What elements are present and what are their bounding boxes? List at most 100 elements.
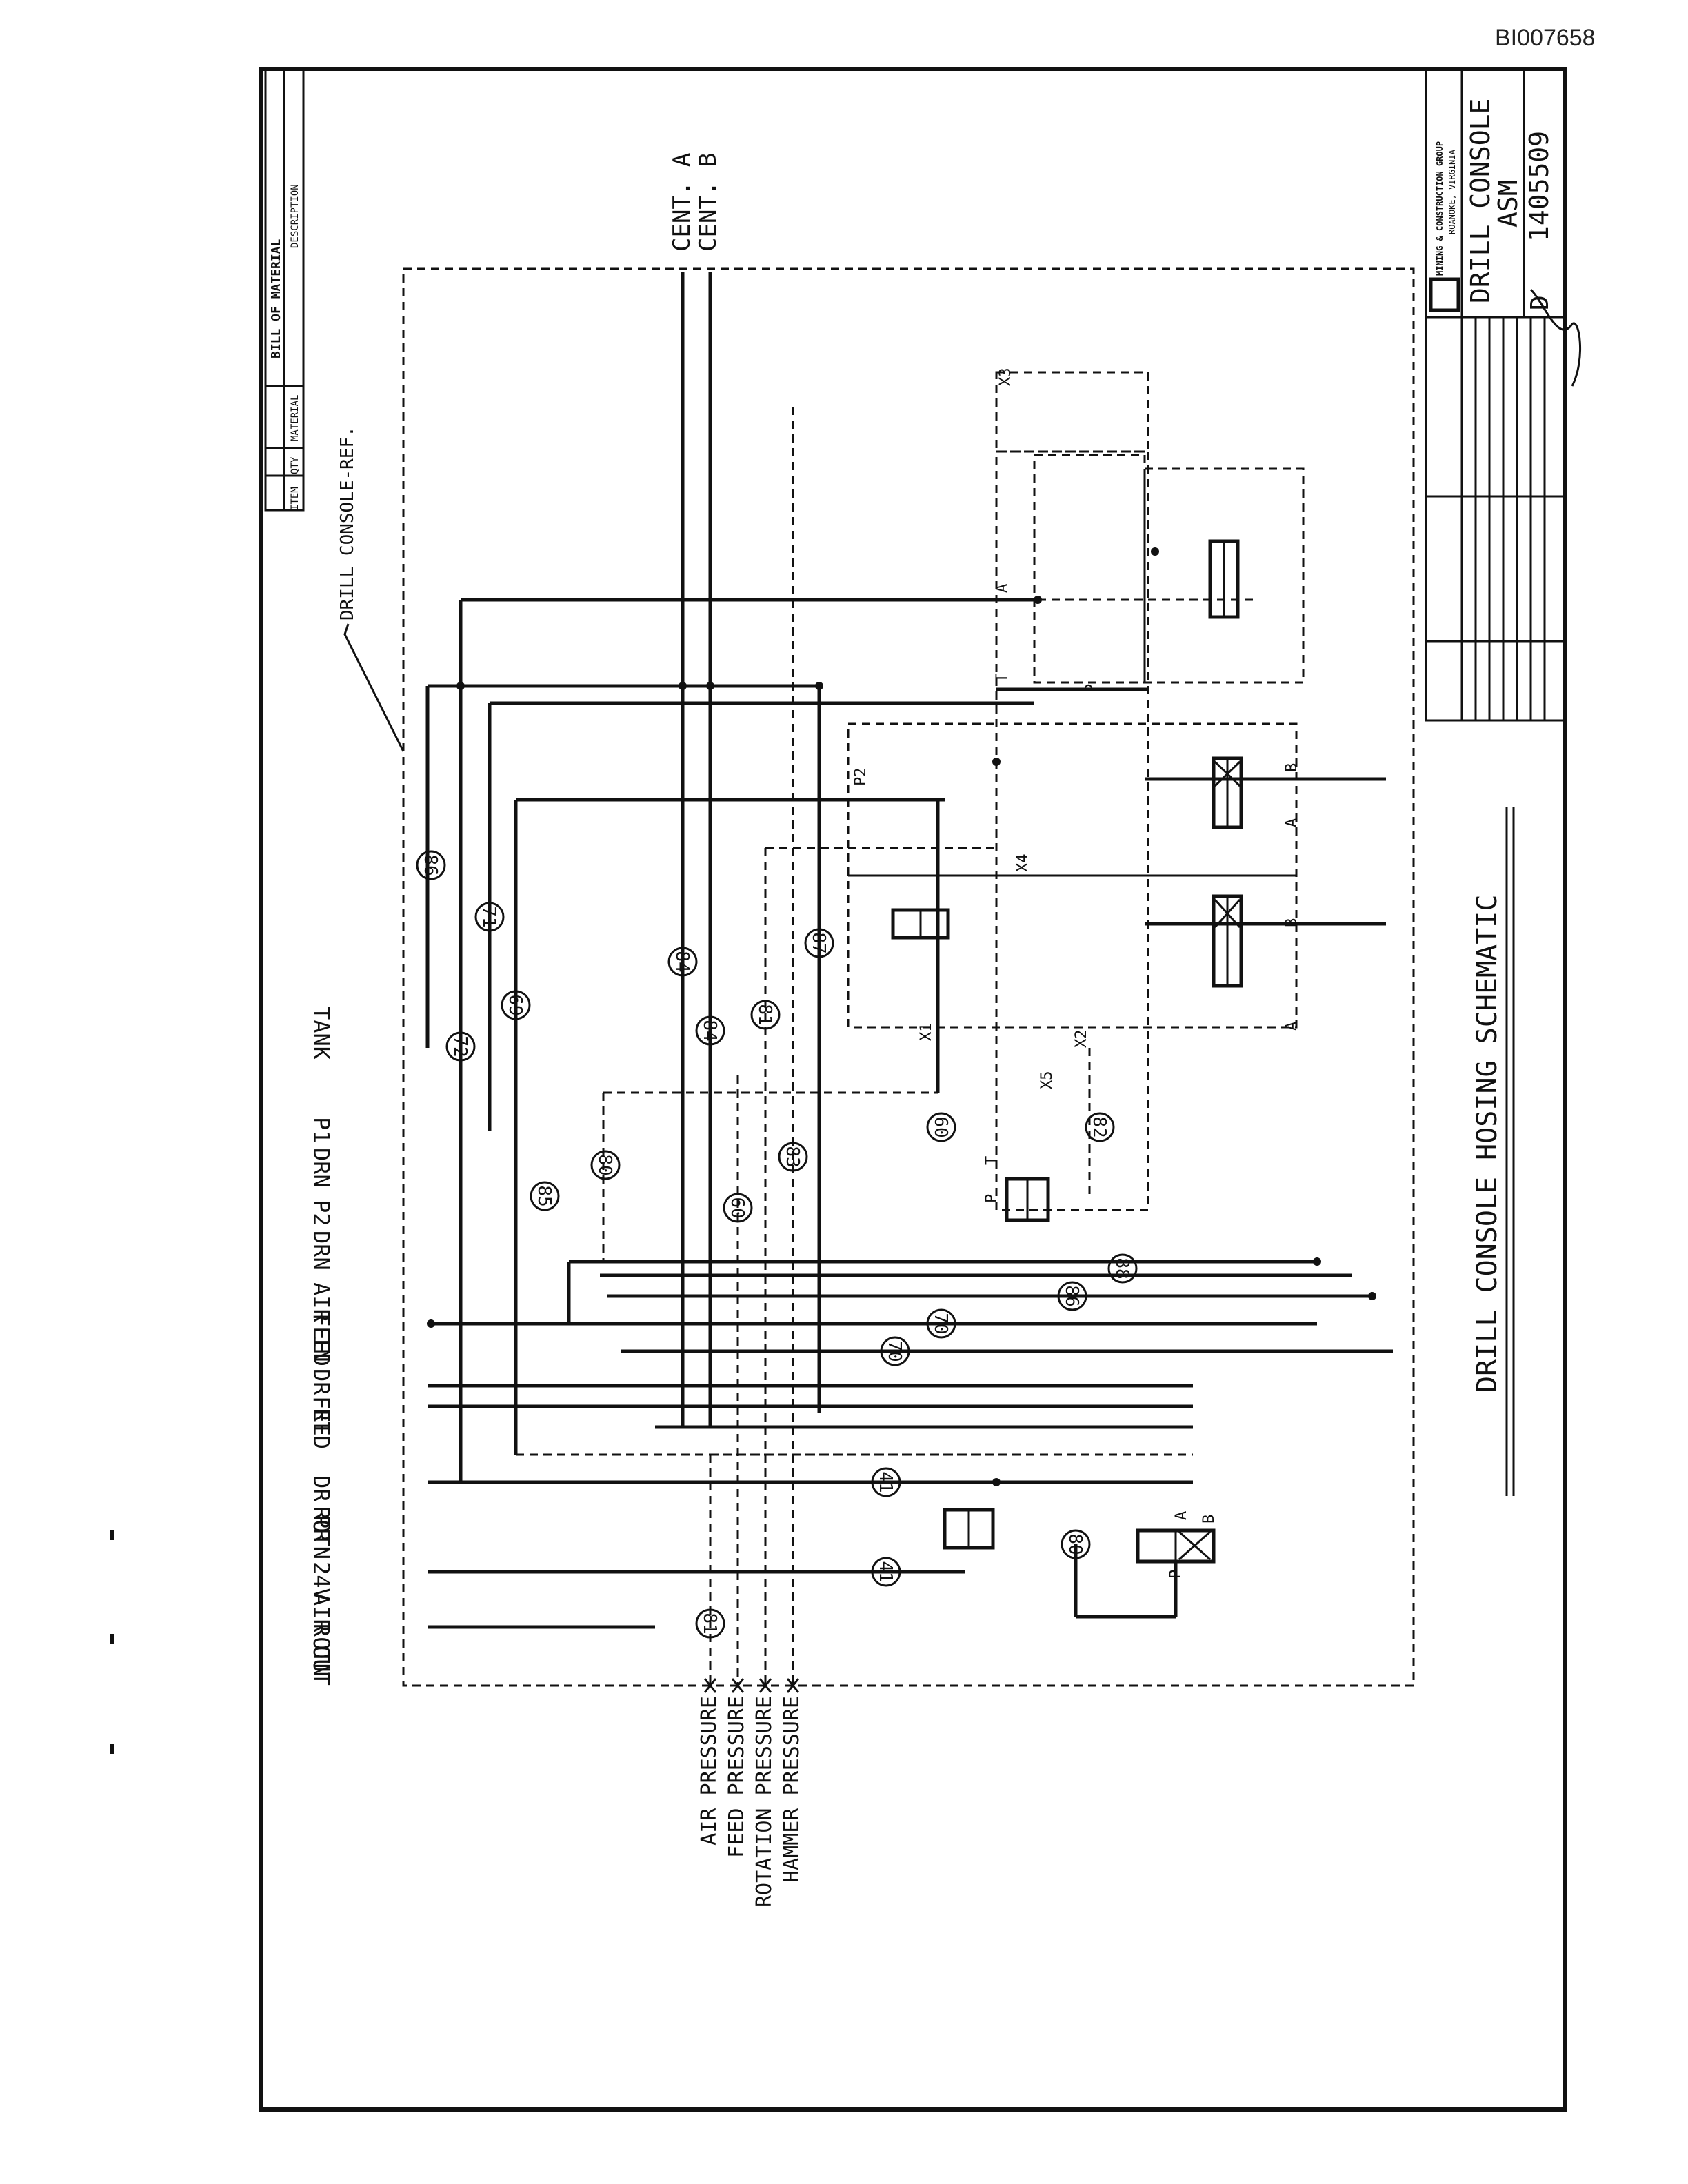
vertical-hose-runs <box>425 272 821 1686</box>
signature-mark <box>1529 288 1581 387</box>
svg-text:86: 86 <box>420 854 441 876</box>
svg-text:81: 81 <box>754 1004 775 1025</box>
hose-balloon: 83 <box>778 1142 808 1172</box>
port-air-in: AIR IN <box>308 1282 334 1362</box>
revision-grid <box>1474 317 1546 720</box>
port-24v: 24V <box>308 1561 334 1601</box>
port-air-out: AIR OUT <box>308 1593 334 1686</box>
hose-balloon: 80 <box>1061 1529 1091 1559</box>
svg-text:87: 87 <box>808 932 829 953</box>
cent-b-label: CENT. B <box>694 153 722 252</box>
svg-text:41: 41 <box>875 1471 896 1493</box>
svg-text:P: P <box>983 1194 1001 1203</box>
svg-text:X3: X3 <box>997 368 1014 387</box>
title-drawing-line1: DRILL CONSOLE <box>1465 99 1496 303</box>
svg-text:88: 88 <box>1112 1257 1132 1279</box>
margin-marks <box>110 1530 114 1754</box>
port-labels: TANK P1 DRN P2 DRN AIR IN FEED DR RT FEE… <box>308 1007 334 1686</box>
svg-text:A: A <box>1173 1511 1190 1520</box>
svg-text:86: 86 <box>1061 1285 1082 1306</box>
title-drawing-line2: ASM <box>1493 180 1523 228</box>
port-drn-1: DRN <box>308 1148 334 1188</box>
port-drn-2: DRN <box>308 1231 334 1271</box>
title-block: MINING & CONSTRUCTION GROUP ROANOKE, VIR… <box>1425 68 1581 722</box>
hose-balloon: 88 <box>1107 1253 1138 1284</box>
port-tank: TANK <box>308 1007 334 1060</box>
svg-text:X2: X2 <box>1073 1030 1090 1049</box>
bom-col-item: ITEM <box>290 487 301 510</box>
horizontal-hose-runs <box>428 598 1393 1629</box>
gauge-rotation-pressure: ROTATION PRESSURE <box>752 1696 776 1908</box>
hose-balloon: 70 <box>880 1336 910 1366</box>
hose-balloon: 60 <box>926 1112 956 1142</box>
hose-balloon: 87 <box>804 928 834 958</box>
svg-text:85: 85 <box>534 1185 554 1206</box>
console-ref-label: DRILL CONSOLE-REF. <box>337 426 358 620</box>
hose-balloon: 72 <box>445 1031 476 1062</box>
svg-text:B: B <box>1200 1515 1218 1524</box>
company-logo-icon <box>1429 277 1460 312</box>
hose-number-balloons: 86 71 69 72 85 80 84 84 81 87 83 60 60 8… <box>416 850 1138 1639</box>
port-p1: P1 <box>308 1117 334 1144</box>
hose-balloon: 69 <box>501 990 531 1020</box>
svg-text:X1: X1 <box>918 1023 935 1042</box>
svg-text:B: B <box>1283 918 1300 927</box>
svg-text:70: 70 <box>884 1340 905 1362</box>
svg-text:60: 60 <box>930 1116 951 1138</box>
hose-balloon: 60 <box>723 1193 753 1223</box>
title-location: ROANOKE, VIRGINIA <box>1447 149 1457 234</box>
directional-valve-upper <box>1212 756 1243 829</box>
hose-balloon: 71 <box>474 902 505 932</box>
port-dr-pr: DR PR <box>308 1475 334 1542</box>
diagram-title: DRILL CONSOLE HOSING SCHEMATIC <box>1471 895 1503 1393</box>
port-dr-rt: DR RT <box>308 1368 334 1435</box>
hose-balloon: 82 <box>1085 1112 1115 1142</box>
hose-balloon: 86 <box>1057 1281 1087 1311</box>
hose-balloon: 86 <box>416 850 446 880</box>
svg-text:B: B <box>1283 763 1300 772</box>
directional-valve-lower <box>1074 1528 1216 1619</box>
svg-text:83: 83 <box>782 1146 803 1167</box>
gauge-labels: AIR PRESSURE FEED PRESSURE ROTATION PRES… <box>697 1678 804 1908</box>
svg-text:60: 60 <box>727 1197 747 1218</box>
hose-balloon: 84 <box>695 1015 725 1046</box>
port-p2: P2 <box>308 1200 334 1226</box>
document-id: BI007658 <box>1495 25 1596 51</box>
port-rotn-2: ROTN <box>308 1624 334 1677</box>
svg-text:A: A <box>994 584 1011 593</box>
port-rotn-1: ROTN <box>308 1506 334 1559</box>
hose-balloon: 81 <box>750 1000 781 1030</box>
gauge-air-pressure: AIR PRESSURE <box>697 1696 721 1846</box>
hose-balloon: 41 <box>871 1467 901 1497</box>
svg-text:70: 70 <box>930 1313 951 1334</box>
svg-text:84: 84 <box>699 1020 720 1041</box>
svg-text:T: T <box>983 1156 1001 1165</box>
svg-text:P: P <box>1083 684 1101 693</box>
bom-col-qty: QTY <box>290 456 301 474</box>
title-company: MINING & CONSTRUCTION GROUP <box>1435 141 1445 276</box>
directional-valve-top <box>1208 539 1240 619</box>
valve-stack <box>847 371 1386 1211</box>
port-feed-1: FEED <box>308 1313 334 1366</box>
console-boundary <box>402 267 1415 1687</box>
svg-text:T: T <box>994 674 1011 682</box>
svg-text:82: 82 <box>1089 1116 1109 1138</box>
relief-valve-center <box>1005 1177 1050 1222</box>
hose-balloon: 84 <box>667 947 698 977</box>
svg-text:X5: X5 <box>1038 1071 1056 1090</box>
hose-balloon: 80 <box>590 1150 621 1180</box>
junction-dots <box>427 547 1376 1486</box>
hose-balloon: 70 <box>926 1308 956 1339</box>
gauge-hammer-pressure: HAMMER PRESSURE <box>780 1696 804 1883</box>
cent-a-label: CENT. A <box>668 153 696 252</box>
svg-text:P: P <box>1167 1570 1185 1579</box>
directional-valve-small <box>891 908 950 940</box>
svg-text:81: 81 <box>699 1612 720 1634</box>
gauge-feed-pressure: FEED PRESSURE <box>725 1696 749 1858</box>
drawing-border <box>259 67 1567 2112</box>
hose-balloon: 85 <box>530 1181 560 1211</box>
bom-title: BILL OF MATERIAL <box>269 239 283 358</box>
svg-text:71: 71 <box>479 906 499 927</box>
valve-port-labels: X3 A T P P2 X4 X1 X5 X2 A B A B P T A B … <box>852 368 1300 1579</box>
